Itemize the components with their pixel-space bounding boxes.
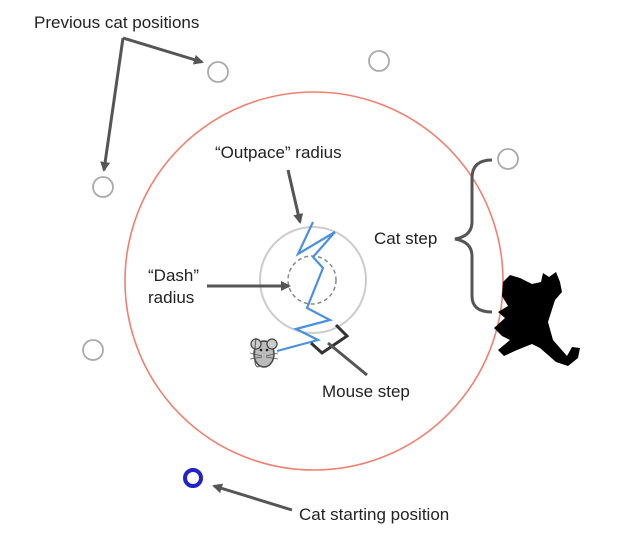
- arrow-to-mouse-step: [327, 341, 368, 377]
- mouse-path: [276, 221, 336, 353]
- cat-starting-position-marker: [183, 468, 203, 488]
- dash-radius-label-line1: “Dash”: [148, 266, 199, 285]
- outpace-radius-label: “Outpace” radius: [215, 143, 342, 162]
- previous-cat-positions-label: Previous cat positions: [34, 13, 199, 32]
- cat-silhouette-icon: [494, 272, 580, 366]
- dash-radius-circle: [287, 255, 337, 305]
- cat-step-label: Cat step: [374, 229, 437, 248]
- mouse-step-label: Mouse step: [322, 382, 410, 401]
- previous-cat-position: [207, 61, 229, 83]
- arrow-to-start-position: [212, 483, 293, 512]
- arrow-to-outpace-circle: [286, 169, 304, 224]
- mouse-icon: [249, 337, 279, 368]
- cat-circle: [124, 91, 504, 471]
- mouse-step-bracket: [309, 323, 350, 355]
- cat-starting-position-label: Cat starting position: [299, 505, 449, 524]
- arrow-to-previous-position-1: [122, 36, 204, 65]
- previous-cat-position: [368, 50, 390, 72]
- previous-cat-position: [497, 148, 519, 170]
- previous-cat-position: [82, 339, 104, 361]
- previous-cat-position: [92, 176, 114, 198]
- arrow-to-previous-position-2: [100, 37, 125, 172]
- dash-radius-label-line2: radius: [148, 288, 194, 307]
- outpace-radius-circle: [259, 226, 367, 334]
- cat-step-brace: [454, 158, 493, 314]
